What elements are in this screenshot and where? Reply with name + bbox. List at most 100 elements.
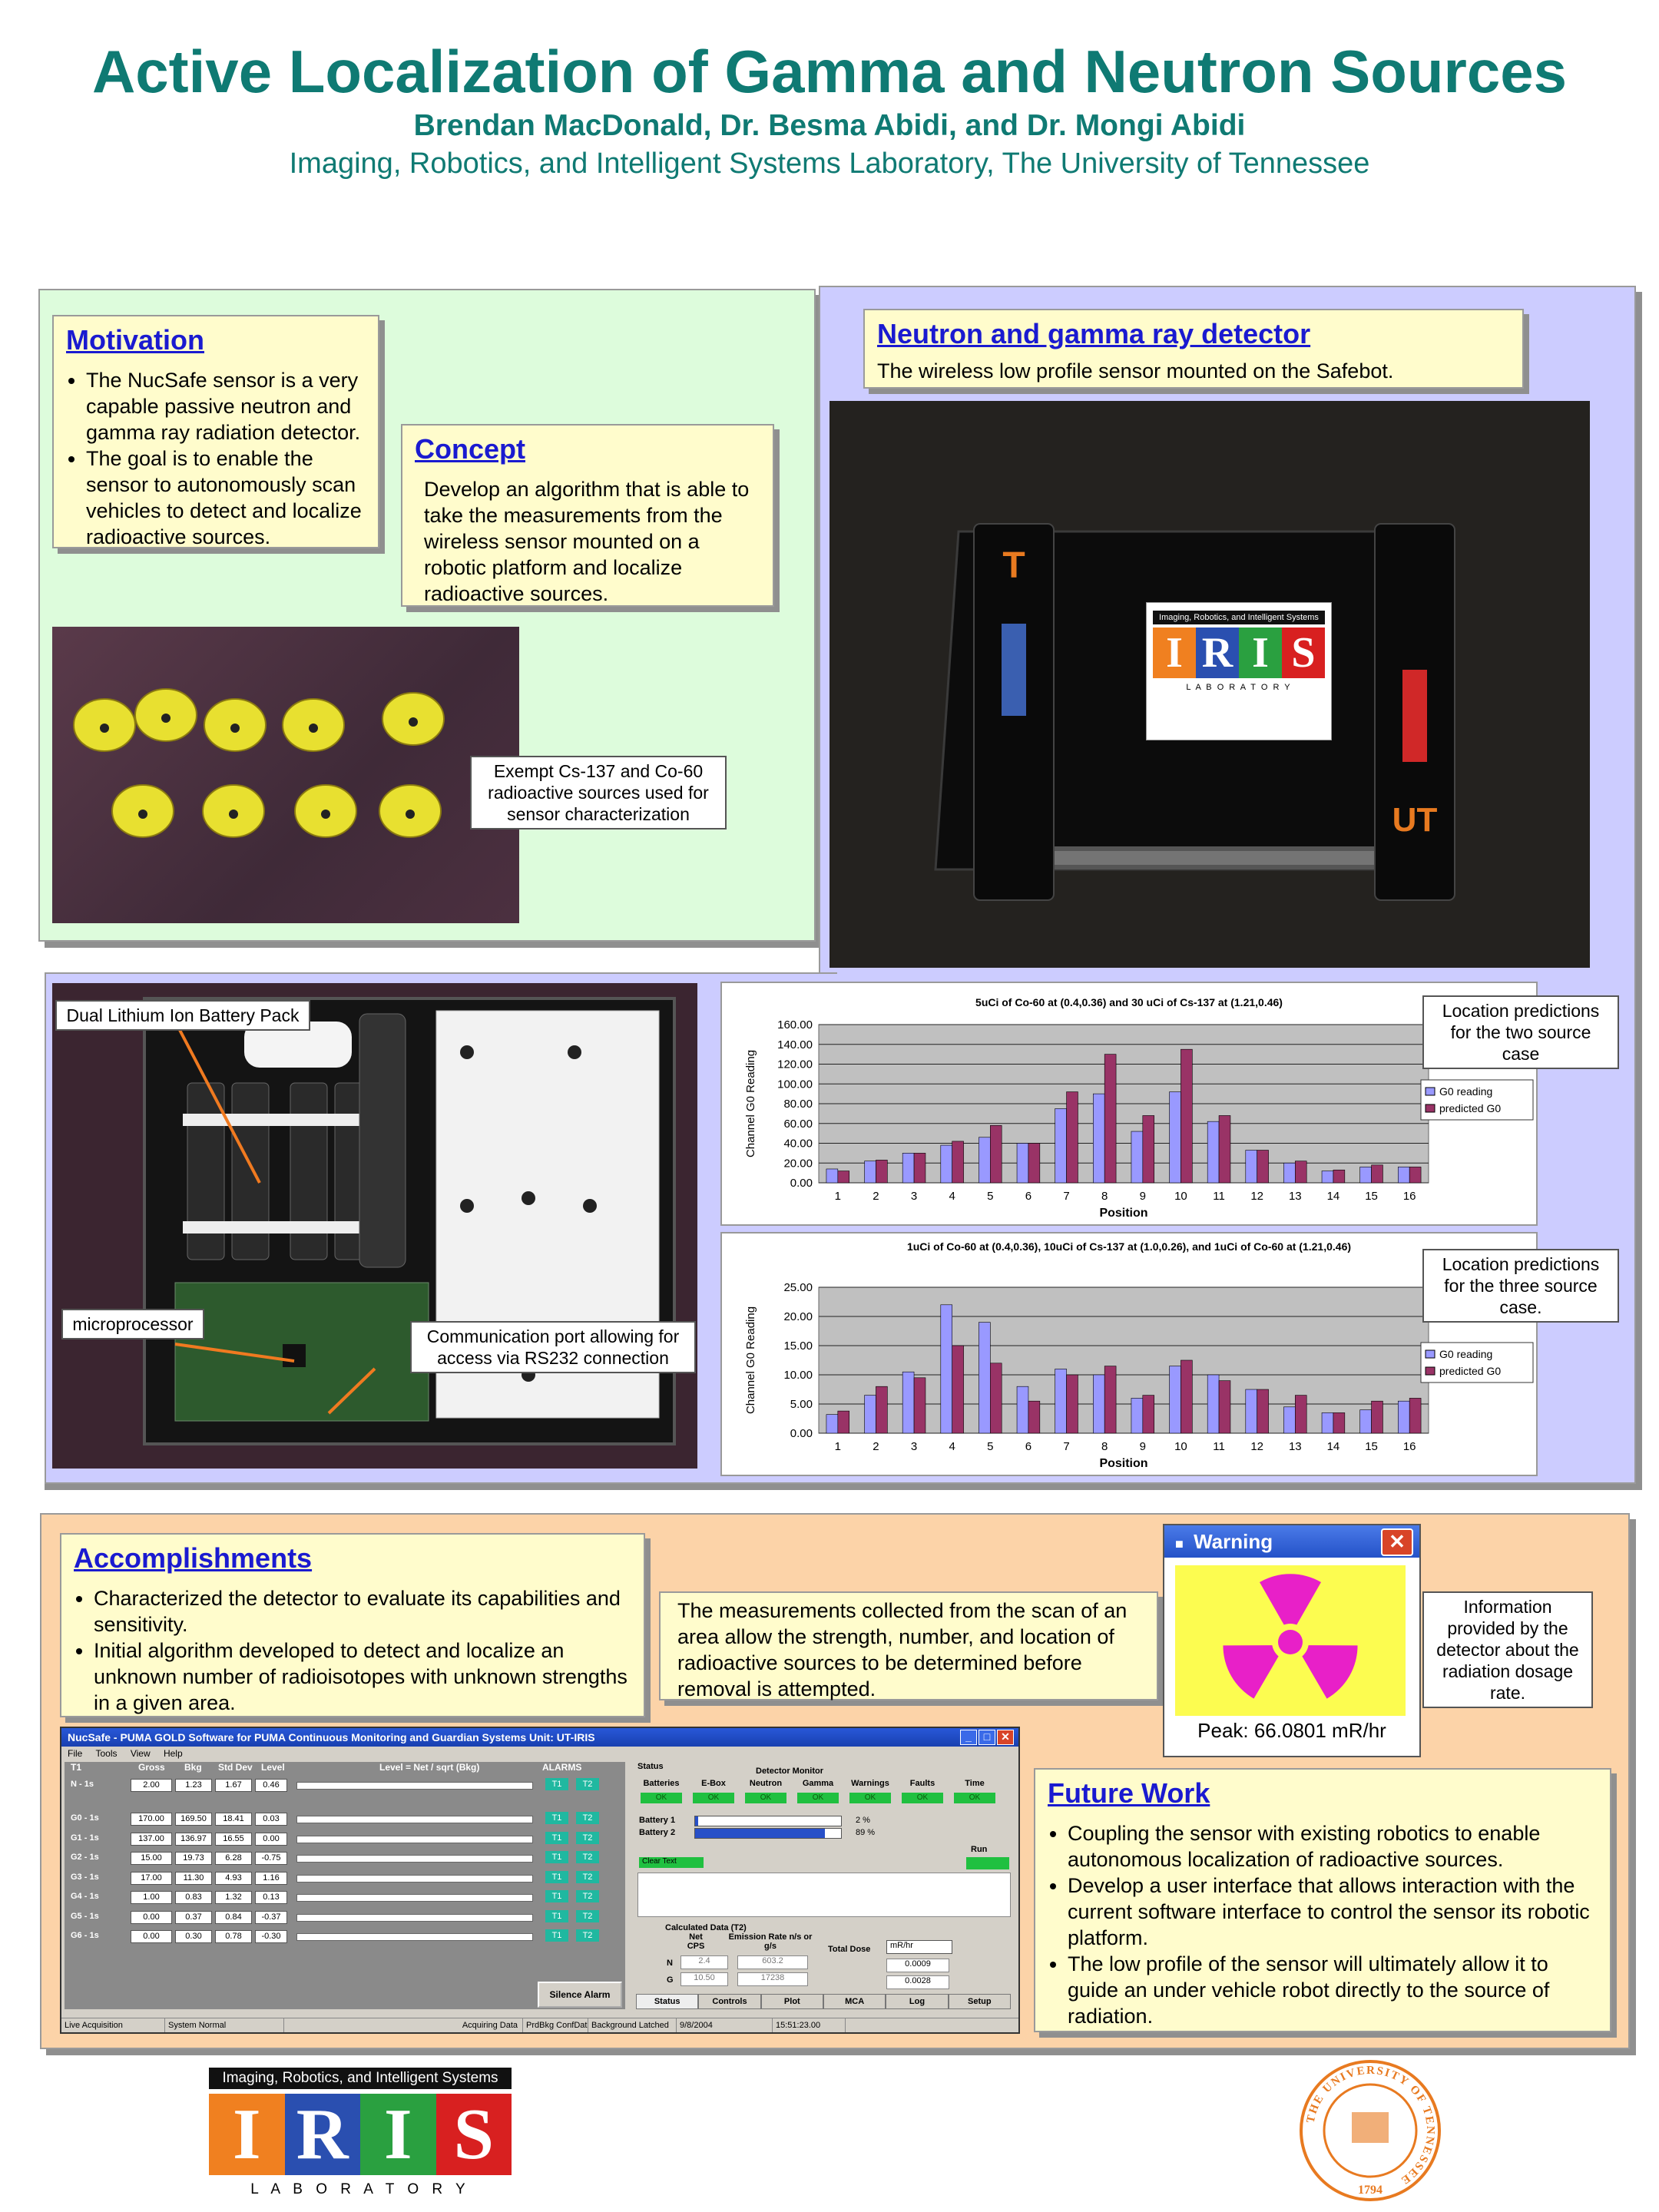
bar <box>1104 1366 1117 1434</box>
status-col-header: E-Box <box>701 1779 726 1788</box>
emission-header: Emission Rate n/s or g/s <box>728 1932 813 1951</box>
legend-label: predicted G0 <box>1439 1365 1501 1377</box>
y-tick-label: 5.00 <box>790 1398 813 1411</box>
bar <box>1142 1395 1154 1434</box>
bar <box>1295 1161 1307 1184</box>
bar <box>1333 1169 1346 1184</box>
status-col-header: Batteries <box>643 1779 680 1788</box>
std-cell: 18.41 <box>215 1813 252 1826</box>
tab-mca[interactable]: MCA <box>823 1994 886 2009</box>
tab-controls[interactable]: Controls <box>698 1994 761 2009</box>
y-tick-label: 40.00 <box>783 1137 813 1151</box>
logo-letter-i: I <box>1239 628 1282 678</box>
alarm-indicator: T2 <box>576 1812 599 1824</box>
bar <box>902 1153 915 1184</box>
bar <box>990 1363 1002 1434</box>
silence-alarm-button[interactable]: Silence Alarm <box>538 1982 622 2008</box>
level-cell: 0.00 <box>255 1832 287 1846</box>
row-name: G2 - 1s <box>71 1853 99 1862</box>
status-label: Status <box>637 1762 664 1771</box>
menu-file[interactable]: File <box>68 1748 83 1759</box>
poster-authors: Brendan MacDonald, Dr. Besma Abidi, and … <box>413 109 1246 142</box>
row-name: G1 - 1s <box>71 1833 99 1843</box>
gross-cell: 137.00 <box>131 1832 172 1846</box>
level-bar <box>296 1933 533 1941</box>
col-header: Level = Net / sqrt (Bkg) <box>379 1762 480 1773</box>
logo-letter-s: S <box>435 2094 512 2175</box>
ut-seal: THE UNIVERSITY OF TENNESSEE 1794 <box>1298 2058 1442 2203</box>
radioactive-sources-photo <box>52 627 519 923</box>
level-bar <box>296 1894 533 1902</box>
menu-view[interactable]: View <box>130 1748 151 1759</box>
status-ok-indicator: OK <box>641 1793 682 1803</box>
future-work-list: Coupling the sensor with existing roboti… <box>1048 1820 1598 2029</box>
y-tick-label: 140.00 <box>777 1038 813 1051</box>
close-icon[interactable]: ✕ <box>1381 1528 1413 1556</box>
bar <box>1218 1380 1231 1434</box>
std-cell: 4.93 <box>215 1871 252 1885</box>
tab-plot[interactable]: Plot <box>760 1994 823 2009</box>
alarm-indicator: T1 <box>545 1890 568 1902</box>
level-bar <box>296 1913 533 1922</box>
motivation-box: Motivation The NucSafe sensor is a very … <box>52 315 379 548</box>
text-area[interactable] <box>637 1873 1011 1917</box>
row-name: G3 - 1s <box>71 1872 99 1882</box>
calculated-data-label: Calculated Data (T2) <box>665 1923 747 1932</box>
alarm-indicator: T2 <box>576 1909 599 1922</box>
bkg-cell: 0.83 <box>175 1891 212 1904</box>
y-tick-label: 0.00 <box>790 1177 813 1190</box>
motivation-heading: Motivation <box>66 324 204 356</box>
x-tick-label: 11 <box>1213 1190 1225 1203</box>
col-header: T1 <box>71 1762 82 1773</box>
close-icon[interactable]: ✕ <box>997 1730 1014 1745</box>
alarm-indicator: T2 <box>576 1778 599 1790</box>
bar <box>952 1345 964 1434</box>
bar <box>864 1161 876 1184</box>
tab-status[interactable]: Status <box>636 1994 699 2009</box>
battery1-percent: 2 % <box>856 1816 870 1825</box>
col-header: Bkg <box>184 1762 202 1773</box>
x-tick-label: 10 <box>1174 1190 1187 1203</box>
x-axis-label: Position <box>1099 1207 1147 1220</box>
legend-label: predicted G0 <box>1439 1102 1501 1114</box>
run-label: Run <box>971 1845 988 1854</box>
status-ok-indicator: OK <box>745 1793 786 1803</box>
detector-internals-photo <box>52 983 697 1469</box>
bar <box>876 1386 888 1434</box>
bar <box>1359 1409 1372 1434</box>
legend-swatch <box>1425 1104 1435 1113</box>
clear-text-button[interactable]: Clear Text <box>639 1857 704 1868</box>
bar <box>913 1377 926 1434</box>
menu-tools[interactable]: Tools <box>95 1748 118 1759</box>
warning-titlebar: ■ Warning ✕ <box>1164 1525 1419 1558</box>
tab-log[interactable]: Log <box>886 1994 949 2009</box>
status-col-header: Gamma <box>802 1779 834 1788</box>
peak-reading: Peak: 66.0801 mR/hr <box>1197 1719 1386 1742</box>
menu-help[interactable]: Help <box>163 1748 183 1759</box>
logo-letter-i: I <box>360 2094 436 2175</box>
warning-title: Warning <box>1194 1530 1273 1553</box>
x-tick-label: 14 <box>1327 1190 1340 1203</box>
x-tick-label: 13 <box>1289 1190 1302 1203</box>
gross-cell: 0.00 <box>131 1910 172 1924</box>
bar <box>1409 1398 1422 1434</box>
bar <box>1218 1115 1231 1184</box>
maximize-icon[interactable]: □ <box>979 1730 995 1745</box>
bkg-cell: 1.23 <box>175 1779 212 1792</box>
dose-unit-select[interactable]: mR/hr <box>886 1940 952 1954</box>
minimize-icon[interactable]: _ <box>960 1730 977 1745</box>
iris-sign: Imaging, Robotics, and Intelligent Syste… <box>1146 602 1332 740</box>
alarm-indicator: T1 <box>545 1812 568 1824</box>
row-name: G4 - 1s <box>71 1892 99 1901</box>
tab-setup[interactable]: Setup <box>948 1994 1011 2009</box>
g-emission-value: 17238 <box>737 1972 808 1986</box>
bar <box>990 1125 1002 1184</box>
legend <box>1420 1342 1534 1383</box>
concept-box: Concept Develop an algorithm that is abl… <box>401 424 774 607</box>
x-tick-label: 6 <box>1025 1190 1031 1203</box>
x-tick-label: 13 <box>1289 1440 1302 1453</box>
